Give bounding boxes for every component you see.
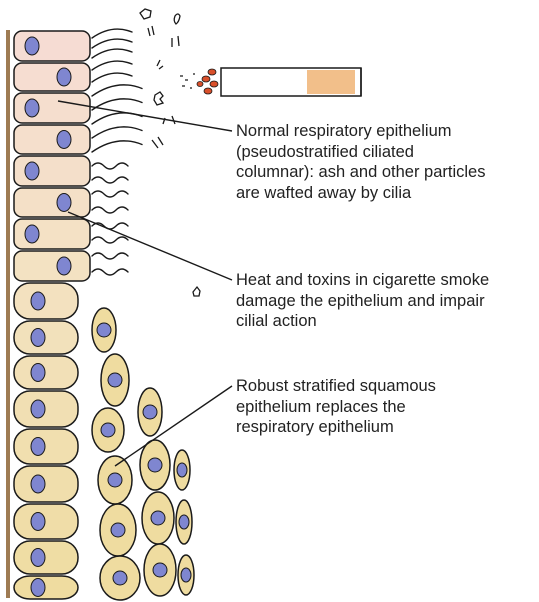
cilium [92, 163, 128, 169]
label-normal-epithelium: Normal respiratory epithelium (pseudostr… [236, 121, 485, 203]
cigarette-icon [180, 68, 361, 96]
cilium [92, 29, 132, 38]
epithelial-cell [14, 125, 90, 154]
cilium [92, 253, 128, 259]
epithelial-cell [14, 356, 78, 389]
squamous-cell [92, 308, 116, 352]
nucleus [25, 99, 39, 117]
epithelial-cell [14, 391, 78, 427]
label-line: (pseudostratified ciliated [236, 142, 485, 163]
nucleus [25, 225, 39, 243]
epithelial-cell [14, 576, 78, 599]
label-line: are wafted away by cilia [236, 183, 485, 204]
epithelial-cell [14, 251, 90, 281]
ash-particle-icon [140, 9, 200, 296]
squamous-cell [98, 456, 132, 504]
nucleus [57, 194, 71, 212]
squamous-cell [100, 556, 140, 600]
label-line: respiratory epithelium [236, 417, 436, 438]
epithelial-cell [14, 504, 78, 539]
nucleus [143, 405, 157, 419]
label-line: Heat and toxins in cigarette smoke [236, 270, 489, 291]
nucleus [31, 513, 45, 531]
nucleus [57, 68, 71, 86]
cilium [92, 61, 132, 70]
nucleus [31, 438, 45, 456]
epithelial-cell [14, 63, 90, 91]
epithelial-cell [14, 219, 90, 249]
nucleus [25, 162, 39, 180]
nucleus [108, 373, 122, 387]
label-line: Normal respiratory epithelium [236, 121, 485, 142]
label-line: columnar): ash and other particles [236, 162, 485, 183]
squamous-cell [138, 388, 162, 436]
label-line: Robust stratified squamous [236, 376, 436, 397]
nucleus [97, 323, 111, 337]
epithelial-cell [14, 283, 78, 319]
nucleus [111, 523, 125, 537]
squamous-cell [142, 492, 174, 544]
column-cells [14, 31, 90, 599]
label-line: cilial action [236, 311, 489, 332]
squamous-cell [144, 544, 176, 596]
cilium [92, 237, 128, 243]
cilium [92, 207, 128, 213]
epithelial-cell [14, 93, 90, 123]
cilia-icon [92, 29, 142, 275]
label-line: damage the epithelium and impair [236, 291, 489, 312]
nucleus [25, 37, 39, 55]
squamous-cells [92, 308, 194, 600]
nucleus [31, 400, 45, 418]
nucleus [177, 463, 187, 477]
label-smoke-damage: Heat and toxins in cigarette smoke damag… [236, 270, 489, 332]
nucleus [181, 568, 191, 582]
nucleus [108, 473, 122, 487]
squamous-cell [176, 500, 192, 544]
nucleus [151, 511, 165, 525]
nucleus [57, 131, 71, 149]
nucleus [31, 549, 45, 567]
epithelial-cell [14, 429, 78, 464]
squamous-cell [174, 450, 190, 490]
squamous-cell [140, 440, 170, 490]
nucleus [31, 364, 45, 382]
leader-line-damage [68, 212, 232, 280]
nucleus [148, 458, 162, 472]
squamous-cell [178, 555, 194, 595]
epithelial-cell [14, 156, 90, 186]
leader-line-squamous [115, 386, 232, 466]
cilium [92, 191, 128, 197]
nucleus [101, 423, 115, 437]
cilium [92, 141, 142, 152]
squamous-cell [100, 504, 136, 556]
nucleus [31, 292, 45, 310]
nucleus [31, 475, 45, 493]
cilium [92, 127, 142, 138]
cilium [92, 269, 128, 275]
squamous-cell [101, 354, 129, 406]
epithelial-cell [14, 541, 78, 574]
epithelial-cell [14, 466, 78, 502]
nucleus [31, 579, 45, 597]
label-line: epithelium replaces the [236, 397, 436, 418]
cilium [92, 85, 142, 96]
epithelial-cell [14, 188, 90, 217]
cilium [92, 73, 132, 82]
epithelial-cell [14, 31, 90, 61]
nucleus [113, 571, 127, 585]
nucleus [31, 329, 45, 347]
nucleus [57, 257, 71, 275]
epithelial-cell [14, 321, 78, 354]
cilium [92, 177, 128, 183]
nucleus [153, 563, 167, 577]
cilium [92, 49, 132, 58]
label-squamous-replacement: Robust stratified squamous epithelium re… [236, 376, 436, 438]
cilium [92, 39, 132, 48]
nucleus [179, 515, 189, 529]
squamous-cell [92, 408, 124, 452]
basement-membrane [6, 30, 10, 598]
